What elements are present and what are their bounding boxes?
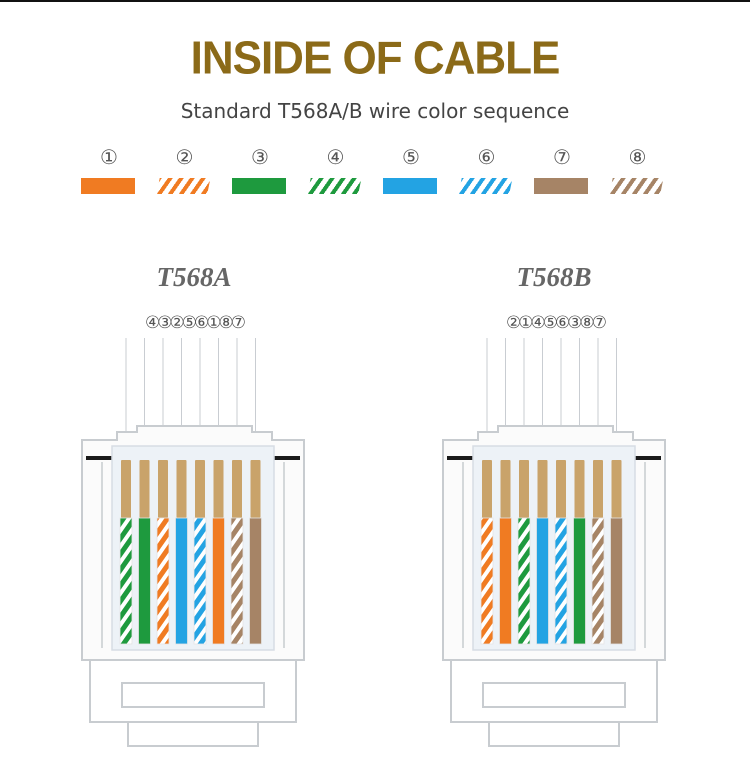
t568a-title: T568A <box>156 262 232 292</box>
sequence-item-1: ① <box>81 145 137 197</box>
t568b-title: T568B <box>516 262 592 292</box>
sequence-number: ⑤ <box>402 145 420 169</box>
boot-latch <box>482 682 626 708</box>
sequence-swatch <box>232 178 286 194</box>
wire-1-orange-white <box>480 460 494 645</box>
top-border-line <box>0 0 750 2</box>
t568b-pin-order: ②①④⑤⑥③⑧⑦ <box>506 313 607 333</box>
sequence-swatch <box>458 178 513 194</box>
wire-7-brown-white <box>230 460 244 645</box>
wire-4-blue <box>175 460 188 645</box>
page-title: INSIDE OF CABLE <box>190 32 561 85</box>
t568a-pin-order: ④③②⑤⑥①⑧⑦ <box>145 313 246 333</box>
sequence-swatch <box>307 178 362 194</box>
sequence-item-4: ④ <box>307 145 364 197</box>
wire-6-orange <box>212 460 225 645</box>
cable-jacket <box>488 721 620 747</box>
sequence-item-6: ⑥ <box>458 145 515 197</box>
sequence-number: ⑧ <box>628 145 647 169</box>
t568b-connector <box>442 338 666 747</box>
sequence-number: ② <box>175 145 194 169</box>
wire-8-brown <box>249 460 262 645</box>
sequence-number: ③ <box>251 145 269 169</box>
sequence-item-8: ⑧ <box>609 145 666 197</box>
sequence-item-3: ③ <box>232 145 288 197</box>
wire-4-blue <box>536 460 549 645</box>
wire-6-green <box>573 460 586 645</box>
wire-7-brown-white <box>591 460 605 645</box>
wire-5-blue-white <box>193 460 207 645</box>
cable-jacket <box>127 721 259 747</box>
wire-8-brown <box>610 460 623 645</box>
t568a-connector <box>81 338 305 747</box>
sequence-swatch <box>81 178 135 194</box>
sequence-number: ⑦ <box>553 145 571 169</box>
wire-3-orange-white <box>156 460 170 645</box>
sequence-item-2: ② <box>156 145 213 197</box>
sequence-swatch <box>534 178 588 194</box>
sequence-item-5: ⑤ <box>383 145 439 197</box>
sequence-number: ④ <box>326 145 345 169</box>
sequence-swatch <box>609 178 664 194</box>
boot-latch <box>121 682 265 708</box>
wire-3-green-white <box>517 460 531 645</box>
wire-5-blue-white <box>554 460 568 645</box>
wire-2-orange <box>499 460 512 645</box>
sequence-swatch <box>156 178 211 194</box>
sequence-number: ① <box>100 145 118 169</box>
wire-2-green <box>138 460 151 645</box>
sequence-swatch <box>383 178 437 194</box>
page-subtitle: Standard T568A/B wire color sequence <box>180 99 570 123</box>
wire-1-green-white <box>119 460 133 645</box>
sequence-number: ⑥ <box>477 145 496 169</box>
sequence-item-7: ⑦ <box>534 145 590 197</box>
